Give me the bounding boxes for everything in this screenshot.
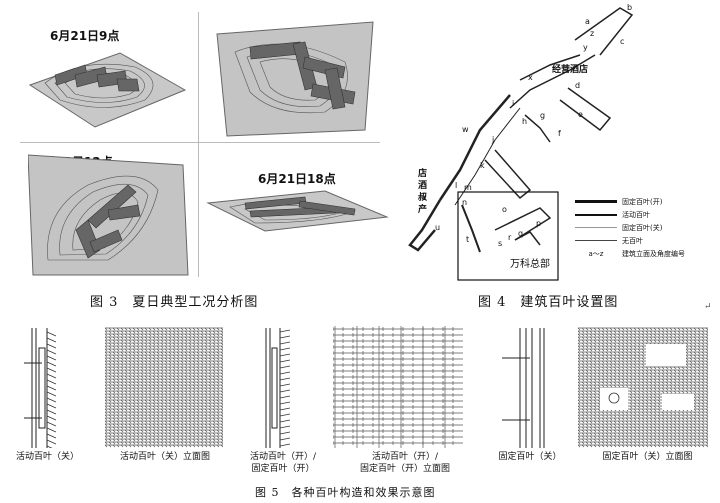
fig5-caption: 图 5 各种百叶构造和效果示意图 xyxy=(255,486,436,499)
fig3-panel1-label: 6月21日9点 xyxy=(50,29,120,43)
fig5-section-movable-closed xyxy=(24,328,57,448)
svg-text:z: z xyxy=(590,29,594,38)
fig5-label-2: 活动百叶（关）立面图 xyxy=(119,452,210,462)
fig3-panel1-model xyxy=(28,52,187,128)
svg-text:i: i xyxy=(512,99,514,108)
fig4-figure: a b c y z x d e f g h i j w k l m v u n … xyxy=(400,0,720,312)
fig5-section-movable-open xyxy=(265,328,291,448)
svg-text:d: d xyxy=(575,81,580,90)
svg-text:p: p xyxy=(536,219,541,228)
svg-text:u: u xyxy=(435,223,440,232)
svg-text:m: m xyxy=(464,183,472,192)
fig5-figure: 活动百叶（关） 活动百叶（关）立面图 活动百叶（开）/ 固定百叶（开） 活动百叶… xyxy=(0,318,720,503)
legend-item-none: 无百叶 xyxy=(575,234,715,247)
fig3-figure: 6月21日9点 6月21日15点 6月21 xyxy=(0,0,400,310)
svg-text:q: q xyxy=(518,229,523,238)
svg-text:a: a xyxy=(585,17,590,26)
fig3-panel2-model xyxy=(216,21,374,137)
fig3-divider-h xyxy=(20,142,380,143)
svg-text:x: x xyxy=(528,73,533,82)
fig3-panel3-model xyxy=(28,154,189,276)
fig4-building-plan: a b c y z x d e f g h i j w k l m v u n … xyxy=(408,3,634,281)
svg-text:o: o xyxy=(502,205,507,214)
fig4-hq-box xyxy=(457,191,559,281)
fig4-hotel-side-label: 店酒叔产 xyxy=(418,169,428,215)
fig5-elevation-fixed-closed xyxy=(578,327,708,448)
legend-item-fixed-closed: 固定百叶(关) xyxy=(575,221,715,234)
svg-text:y: y xyxy=(583,43,588,52)
paragraph-mark: ↵ xyxy=(704,302,712,312)
fig5-label-6: 固定百叶（关）立面图 xyxy=(602,452,693,462)
svg-text:n: n xyxy=(462,198,467,207)
fig5-elevation-movable-open xyxy=(333,326,463,448)
svg-text:k: k xyxy=(480,161,485,170)
fig5-elevation-movable-closed xyxy=(105,326,223,448)
fig3-caption: 图 3 夏日典型工况分析图 xyxy=(90,295,259,310)
fig4-legend: 固定百叶(开) 活动百叶 固定百叶(关) 无百叶 a～z 建筑立面及角度编号 xyxy=(575,195,715,260)
fig3-panel4-model xyxy=(206,190,389,232)
legend-item-facade-code: a～z 建筑立面及角度编号 xyxy=(588,249,685,258)
svg-text:s: s xyxy=(498,239,502,248)
svg-text:w: w xyxy=(462,125,469,134)
svg-text:v: v xyxy=(422,193,427,202)
svg-text:b: b xyxy=(627,3,632,12)
fig4-hq-label: 万科总部 xyxy=(510,259,550,270)
fig5-label-4: 活动百叶（开）/ 固定百叶（开）立面图 xyxy=(359,452,450,474)
svg-text:h: h xyxy=(522,117,527,126)
legend-item-movable: 活动百叶 xyxy=(575,208,715,221)
svg-text:e: e xyxy=(578,110,583,119)
svg-text:l: l xyxy=(455,181,457,190)
svg-text:t: t xyxy=(466,235,469,244)
fig4-caption: 图 4 建筑百叶设置图 xyxy=(478,295,619,310)
fig5-section-fixed-closed xyxy=(502,328,545,448)
fig5-label-1: 活动百叶（关） xyxy=(15,452,79,462)
svg-text:c: c xyxy=(620,37,624,46)
fig5-label-5: 固定百叶（关） xyxy=(498,452,562,462)
fig3-divider-v xyxy=(198,12,199,277)
svg-text:f: f xyxy=(558,129,561,138)
svg-text:经营酒店: 经营酒店 xyxy=(552,63,588,75)
svg-text:r: r xyxy=(508,233,512,242)
svg-text:j: j xyxy=(491,135,494,144)
legend-item-fixed-open: 固定百叶(开) xyxy=(575,195,715,208)
svg-text:g: g xyxy=(540,111,545,120)
fig5-label-3: 活动百叶（开）/ 固定百叶（开） xyxy=(249,452,317,474)
fig3-panel4-label: 6月21日18点 xyxy=(258,172,336,186)
